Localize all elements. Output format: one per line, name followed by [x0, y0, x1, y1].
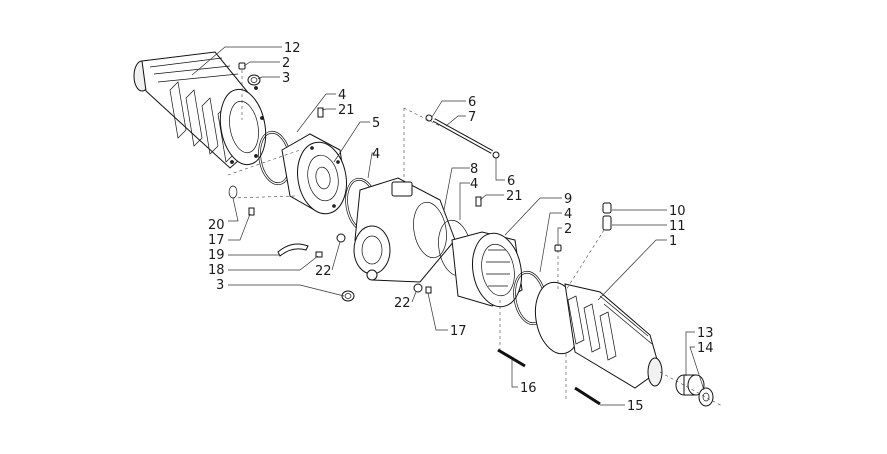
callout-labels: 12 2 3 4 21 5 4 6 7 6 8 4 21 9 4 2 10 11… [208, 41, 714, 414]
part-21-screw-top [317, 107, 324, 118]
part-18-screw [315, 251, 323, 258]
callout-17: 17 [450, 324, 467, 339]
part-1-right-housing [534, 281, 663, 389]
part-20-ring [228, 185, 238, 199]
part-6-washer-top [425, 114, 433, 122]
callout-15: 15 [627, 399, 644, 414]
part-6-washer-bottom [492, 151, 500, 159]
part-7-shaft [433, 118, 493, 154]
callout-19: 19 [208, 248, 225, 263]
callout-11: 11 [669, 219, 686, 234]
part-3-cap-top [247, 74, 261, 86]
part-14-washer [698, 387, 714, 407]
callout-17: 17 [208, 233, 225, 248]
part-9-carrier [451, 231, 523, 308]
callout-2: 2 [282, 56, 290, 71]
part-19-clip [277, 243, 309, 257]
part-2-plug-top [238, 62, 246, 70]
callout-1: 1 [669, 234, 677, 249]
part-22-ball-left [336, 233, 346, 243]
assembly-axes [227, 70, 723, 407]
callout-2: 2 [564, 222, 572, 237]
part-21-screw-mid [475, 196, 482, 207]
callout-9: 9 [564, 192, 572, 207]
part-22-ball-right [413, 283, 423, 293]
callout-16: 16 [520, 381, 537, 396]
callout-3: 3 [216, 278, 224, 293]
callout-22: 22 [394, 296, 411, 311]
part-16-long-bolt [497, 348, 526, 368]
callout-21: 21 [338, 103, 355, 118]
callout-13: 13 [697, 326, 714, 341]
callout-5: 5 [372, 116, 380, 131]
callout-6: 6 [507, 174, 515, 189]
callout-6: 6 [468, 95, 476, 110]
leader-lines [191, 46, 705, 406]
callout-12: 12 [284, 41, 301, 56]
central-body [353, 177, 456, 283]
callout-4: 4 [338, 88, 346, 103]
part-5-flange [281, 133, 347, 215]
callout-22: 22 [315, 264, 332, 279]
callout-20: 20 [208, 218, 225, 233]
part-17-bolt-left [248, 207, 255, 216]
part-10-fitting [602, 202, 612, 214]
callout-4: 4 [564, 207, 572, 222]
callout-18: 18 [208, 263, 225, 278]
callout-14: 14 [697, 341, 714, 356]
part-13-bushing [675, 374, 705, 396]
part-11-fitting [602, 215, 612, 231]
callout-3: 3 [282, 71, 290, 86]
part-15-long-bolt [574, 386, 601, 406]
callout-4: 4 [372, 147, 380, 162]
callout-21: 21 [506, 189, 523, 204]
part-17-bolt-right [425, 286, 432, 294]
callout-4: 4 [470, 177, 478, 192]
part-3-cap-bottom [341, 290, 355, 302]
callout-7: 7 [468, 110, 476, 125]
part-12-left-housing [133, 51, 267, 169]
callout-10: 10 [669, 204, 686, 219]
callout-8: 8 [470, 162, 478, 177]
